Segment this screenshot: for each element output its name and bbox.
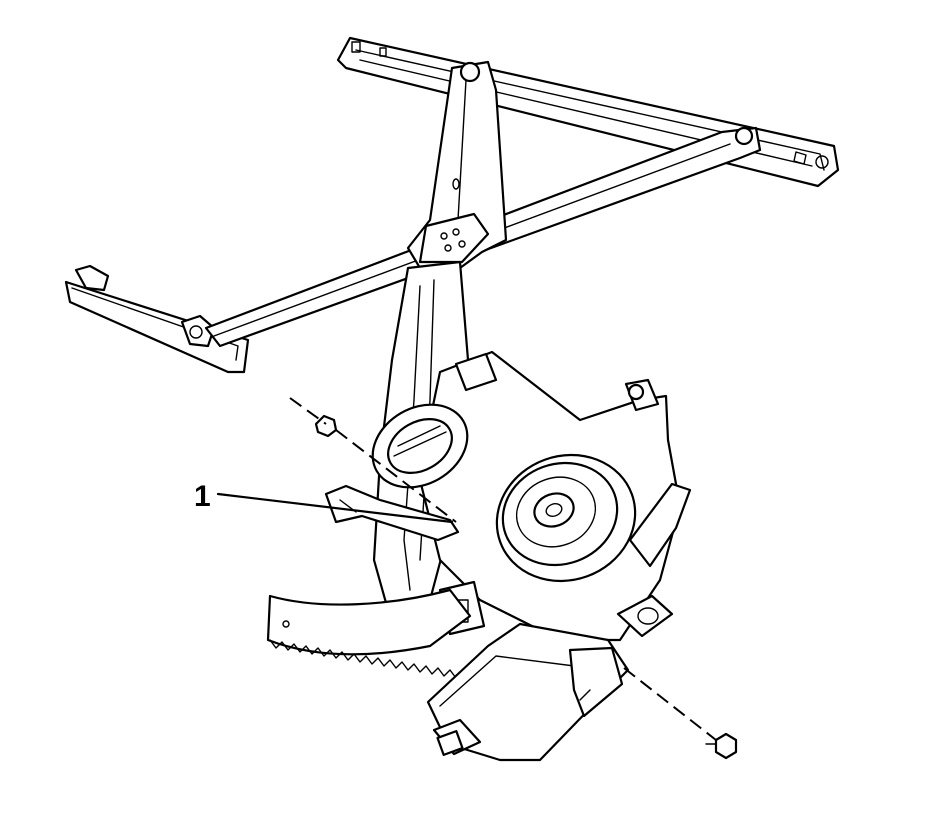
drive-drum [495, 453, 637, 583]
right-side-lever [616, 482, 692, 638]
callout-1: 1 [194, 480, 454, 524]
sector-gear [266, 588, 475, 681]
main-lift-arm [406, 60, 508, 270]
cable-spool-upper [371, 403, 469, 489]
callout-1-label: 1 [194, 480, 211, 513]
lower-bolt [705, 732, 738, 760]
upper-bolt [314, 414, 338, 438]
upper-guide-rail [336, 36, 840, 188]
lower-guide-rail [64, 264, 250, 374]
window-motor [426, 622, 630, 762]
assembly-lines [289, 397, 717, 741]
